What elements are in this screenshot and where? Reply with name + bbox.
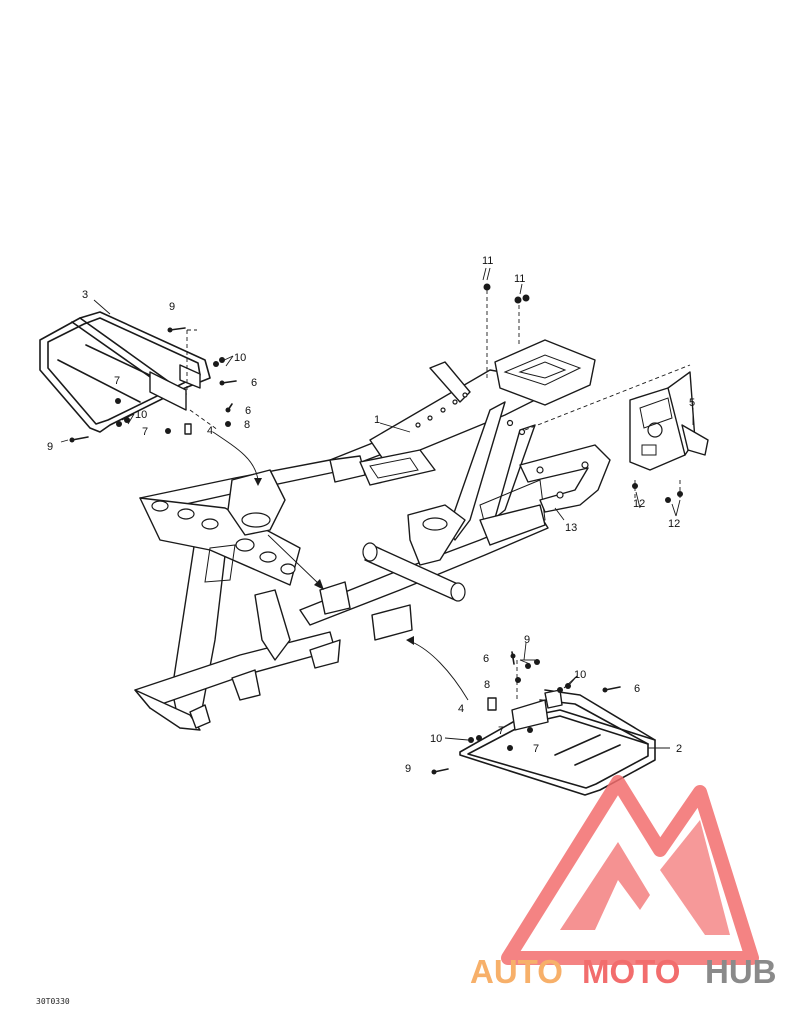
callout-6-front-a: 6: [483, 653, 489, 665]
logo-text-moto: MOTO: [582, 953, 680, 990]
callout-6-front-b: 6: [634, 683, 640, 695]
callout-9-rear-b: 9: [47, 441, 53, 453]
logo-text-auto: AUTO: [470, 953, 563, 990]
callout-4-front: 4: [458, 703, 464, 715]
callout-13: 13: [565, 522, 577, 534]
callout-6-rear-a: 6: [251, 377, 257, 389]
callout-10-rear-b: 10: [135, 409, 147, 421]
logo-triangle-inner: [560, 842, 650, 930]
callout-6-rear-b: 6: [245, 405, 251, 417]
callout-1: 1: [374, 414, 380, 426]
fasteners: [69, 283, 683, 775]
callout-9-rear-a: 9: [169, 301, 175, 313]
logo-triangle-outer: [501, 775, 759, 965]
mount-bracket-inset: [524, 364, 709, 471]
callout-9-front-a: 9: [524, 634, 530, 646]
callout-8-rear: 8: [244, 419, 250, 431]
callout-5: 5: [689, 397, 695, 409]
callout-12-b: 12: [668, 518, 680, 530]
drawing-code: 30T0330: [36, 997, 70, 1006]
callout-10-rear-a: 10: [234, 352, 246, 364]
callout-4-rear: 4: [207, 425, 213, 437]
logo-text-hub: HUB: [705, 953, 777, 990]
callout-11-b: 11: [514, 273, 525, 285]
callout-7-rear-b: 7: [142, 426, 148, 438]
callout-2: 2: [676, 743, 682, 755]
callout-7-rear-a: 7: [114, 375, 120, 387]
watermark-logo: AUTO MOTO HUB: [470, 775, 777, 990]
callout-7-front-a: 7: [498, 725, 504, 737]
callout-11-a: 11: [482, 255, 493, 267]
logo-triangle-right: [660, 820, 730, 935]
callout-8-front: 8: [484, 679, 490, 691]
callout-10-front-b: 10: [430, 733, 442, 745]
callout-10-front-a: 10: [574, 669, 586, 681]
rear-rack: [39, 311, 211, 433]
callout-9-front-b: 9: [405, 763, 411, 775]
leader-lines: [60, 267, 694, 749]
main-frame: [134, 339, 596, 731]
arrows: [212, 431, 469, 701]
callout-12-a: 12: [633, 498, 645, 510]
callout-3: 3: [82, 289, 88, 301]
side-bracket: [479, 444, 611, 546]
callout-7-front-b: 7: [533, 743, 539, 755]
front-rack: [459, 689, 656, 796]
callout-labels: 1 2 3 4 4 5 6 6 6 6 7 7 7 7 8 8 9 9 9 9 …: [47, 255, 695, 775]
